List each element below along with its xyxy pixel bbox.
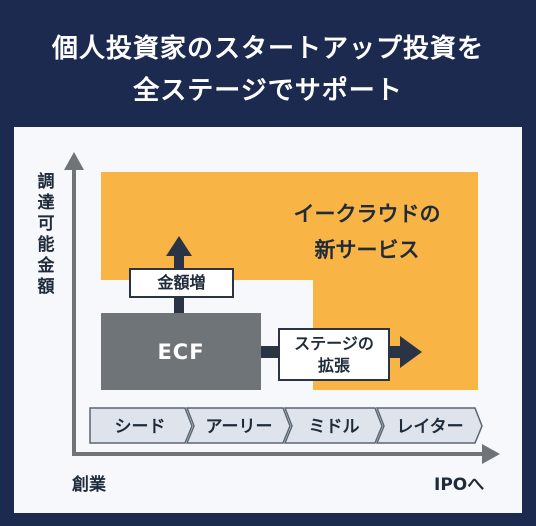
x-axis-arrowhead [482,444,500,464]
y-axis-label: 調達可能金額 [37,172,55,297]
right-arrow-shaft [390,346,402,358]
stage-label-seed: シード [115,417,166,437]
up-arrow-shaft [174,255,184,269]
new-service-line-2: 新サービス [314,238,420,262]
new-service-label: イークラウドの 新サービス [262,196,472,268]
stage-label-middle: ミドル [309,417,360,437]
stage-chevron-later [375,407,483,444]
header-title: 個人投資家のスタートアップ投資を 全ステージでサポート [0,28,536,112]
stage-chevron-seed [89,407,193,444]
ecf-label: ECF [157,339,205,364]
stage-label-later: レイター [396,417,463,437]
title-line-2: 全ステージでサポート [133,76,403,106]
up-arrow-stem [174,296,184,314]
y-axis-arrowhead [64,152,84,170]
new-service-line-1: イークラウドの [293,202,441,226]
up-arrow-head [166,236,192,256]
stage-chevron-early [185,407,291,444]
stage-label-early: アーリー [206,417,273,437]
x-axis-end-label: IPOへ [434,475,485,495]
ecf-box: ECF [101,313,261,390]
title-line-1: 個人投資家のスタートアップ投資を [51,34,484,64]
stage-expansion-line-2: 拡張 [317,356,350,375]
right-arrow-stem [260,346,280,358]
right-arrow-head [400,336,422,368]
stage-expansion-line-1: ステージの [294,334,374,353]
amount-increase-box: 金額増 [129,268,234,298]
stage-expansion-box: ステージの 拡張 [278,328,390,381]
amount-increase-label: 金額増 [157,273,206,292]
stage-chevron-middle [283,407,383,444]
x-axis-start-label: 創業 [72,475,106,495]
